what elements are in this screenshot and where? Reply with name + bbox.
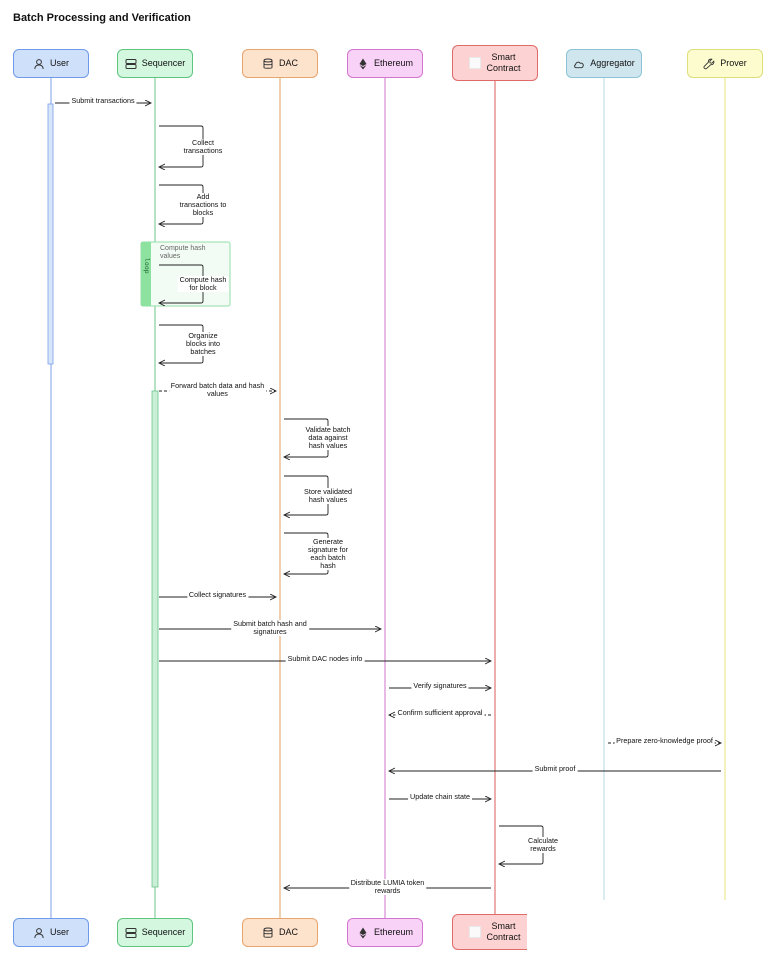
participant-ethereum-top: Ethereum [347,49,423,78]
participant-sequencer-top: Sequencer [117,49,193,78]
activation-bar-sequencer [151,390,159,888]
participant-label: DAC [278,58,298,68]
cloud-icon [573,58,585,70]
message-label: Generate signature for each batch hash [306,536,350,570]
wrench-icon [703,58,715,70]
loop-label: Compute hash values [160,245,206,260]
participant-user-bottom: User [13,918,89,947]
participant-aggregator-top: Aggregator [566,49,642,78]
loop-tag-strip [141,242,151,306]
message-label: Submit batch hash and signatures [231,619,309,636]
participant-label: Ethereum [373,927,414,937]
message-label: Prepare zero-knowledge proof [614,736,715,745]
message-label: Add transactions to blocks [177,191,229,217]
message-label: Submit proof [532,764,578,773]
participant-label: Smart Contract [486,52,521,73]
message-label: Update chain state [408,792,472,801]
server-icon [125,58,137,70]
message-label: Distribute LUMIA token rewards [348,878,427,895]
loop-tag: loop [143,258,151,274]
message-label: Organize blocks into batches [184,331,222,356]
message-label: Calculate rewards [526,836,560,853]
message-label: Submit DAC nodes info [285,654,365,663]
message-label: Submit transactions [69,96,137,105]
ethereum-icon [357,927,369,939]
message-label: Store validated hash values [302,486,354,504]
message-label: Collect transactions [181,137,225,155]
activation-bar-user [47,103,54,365]
participant-user-top: User [13,49,89,78]
blank-icon [469,57,482,69]
user-icon [33,58,45,70]
message-label: Compute hash for block [177,275,229,292]
message-label: Confirm sufficient approval [395,708,485,717]
participant-ethereum-bottom: Ethereum [347,918,423,947]
participant-label: DAC [278,927,298,937]
blank-icon [469,926,482,938]
participant-dac-top: DAC [242,49,318,78]
participant-label: Sequencer [141,927,186,937]
participant-label: User [49,927,69,937]
message-label: Validate batch data against hash values [303,425,353,450]
participant-label: User [49,58,69,68]
participant-label: Sequencer [141,58,186,68]
participant-smartcontract-top: Smart Contract [452,45,538,81]
database-icon [262,58,274,70]
participant-label: Aggregator [590,58,635,68]
database-icon [262,927,274,939]
ethereum-icon [357,58,369,70]
participant-label: Smart Contract [486,921,521,942]
message-label: Collect signatures [186,590,249,599]
participant-dac-bottom: DAC [242,918,318,947]
message-label: Verify signatures [411,681,469,690]
participant-sequencer-bottom: Sequencer [117,918,193,947]
participant-prover-top: Prover [687,49,763,78]
watermark-cover [527,900,768,956]
participant-label: Prover [720,58,747,68]
participant-label: Ethereum [373,58,414,68]
participant-smartcontract-bottom: Smart Contract [452,914,538,950]
message-label: Forward batch data and hash values [168,381,267,398]
server-icon [125,927,137,939]
user-icon [33,927,45,939]
diagram-title: Batch Processing and Verification [13,12,191,24]
